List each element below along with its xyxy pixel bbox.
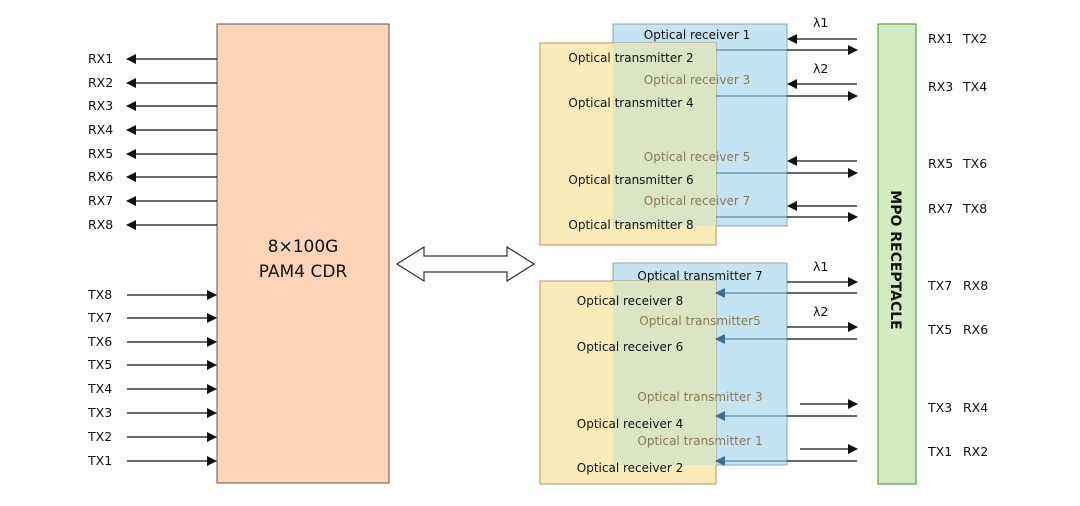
left-rx-label: RX4	[88, 122, 113, 137]
cdr-block	[216, 23, 390, 484]
tx-label-faded: Optical transmitter 3	[637, 390, 762, 404]
overlap-region-lower	[613, 281, 716, 465]
left-tx-label: TX4	[87, 381, 112, 396]
rx-label: Optical receiver 8	[577, 294, 683, 308]
lambda-label: λ1	[813, 15, 828, 30]
left-tx-label: TX7	[87, 310, 112, 325]
mpo-port-label: TX6	[962, 156, 987, 171]
overlap-region-upper	[613, 43, 716, 226]
left-rx-label: RX1	[88, 51, 113, 66]
rx-label: Optical receiver 6	[577, 340, 683, 354]
left-tx-label: TX6	[87, 334, 112, 349]
left-rx-label: RX3	[88, 98, 113, 113]
rx-label-faded: Optical receiver 3	[644, 73, 750, 87]
tx-label: Optical transmitter 7	[637, 269, 762, 283]
left-tx-label: TX1	[87, 453, 112, 468]
mpo-port-label: RX5	[928, 156, 953, 171]
tx-label: Optical transmitter 6	[568, 173, 693, 187]
mpo-port-label: TX1	[927, 444, 952, 459]
mpo-receptacle-label: MPO RECEPTACLE	[887, 190, 903, 329]
left-rx-label: RX2	[88, 75, 113, 90]
mpo-port-label: RX4	[963, 400, 988, 415]
tx-label: Optical transmitter 4	[568, 96, 693, 110]
tx-label-faded: Optical transmitter5	[639, 314, 760, 328]
left-rx-label: RX7	[88, 193, 113, 208]
rx-label: Optical receiver 2	[577, 461, 683, 475]
mpo-port-label: RX2	[963, 444, 988, 459]
left-rx-label: RX6	[88, 169, 113, 184]
mpo-port-label: RX7	[928, 201, 953, 216]
mpo-port-label: TX4	[962, 79, 987, 94]
mpo-port-label: TX3	[927, 400, 952, 415]
lambda-label: λ2	[813, 61, 828, 76]
mpo-port-label: TX7	[927, 278, 952, 293]
left-tx-label: TX3	[87, 405, 112, 420]
lower-optical-group: Optical transmitter 7 Optical receiver 8…	[539, 259, 858, 485]
left-tx-label: TX5	[87, 357, 112, 372]
mpo-port-label: RX1	[928, 31, 953, 46]
bidirectional-hollow-arrow	[395, 245, 536, 283]
lambda-label: λ1	[813, 259, 828, 274]
rx-label: Optical receiver 1	[644, 28, 750, 42]
left-rx-label: RX8	[88, 217, 113, 232]
rx-label-faded: Optical receiver 5	[644, 150, 750, 164]
left-tx-ports: TX8 TX7 TX6 TX5 TX4 TX3 TX2 TX1	[87, 287, 217, 468]
mpo-port-labels: RX1 TX2 RX3 TX4 RX5 TX6 RX7 TX8 TX7 RX8 …	[927, 31, 988, 459]
cdr-label-line2: PAM4 CDR	[259, 262, 348, 282]
mpo-port-label: RX6	[963, 322, 988, 337]
left-rx-label: RX5	[88, 146, 113, 161]
mpo-port-label: TX8	[962, 201, 987, 216]
upper-optical-group: Optical receiver 1 Optical transmitter 2…	[539, 15, 858, 246]
cdr-label-line1: 8×100G	[268, 237, 339, 257]
mpo-port-label: RX3	[928, 79, 953, 94]
mpo-receptacle	[877, 23, 917, 485]
left-tx-label: TX2	[87, 429, 112, 444]
lambda-label: λ2	[813, 304, 828, 319]
rx-label-faded: Optical receiver 7	[644, 194, 750, 208]
left-tx-label: TX8	[87, 287, 112, 302]
tx-label: Optical transmitter 8	[568, 218, 693, 232]
mpo-port-label: RX8	[963, 278, 988, 293]
mpo-port-label: TX5	[927, 322, 952, 337]
left-rx-ports: RX1 RX2 RX3 RX4 RX5 RX6 RX7 RX8	[88, 51, 217, 232]
mpo-port-label: TX2	[962, 31, 987, 46]
rx-label: Optical receiver 4	[577, 417, 683, 431]
tx-label: Optical transmitter 2	[568, 51, 693, 65]
tx-label-faded: Optical transmitter 1	[637, 434, 762, 448]
